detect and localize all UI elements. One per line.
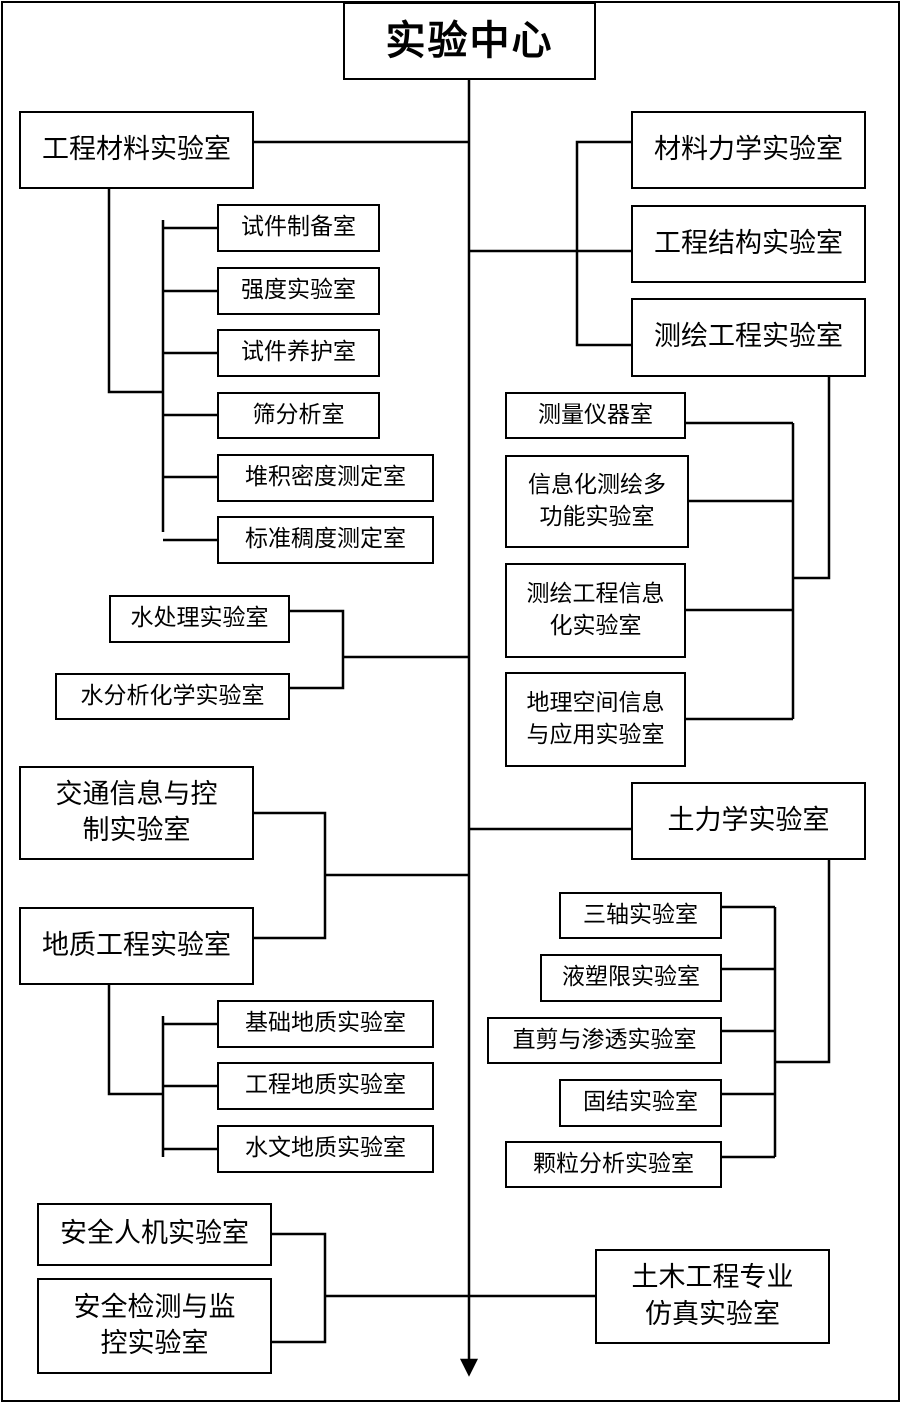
node-sub: 测绘工程信息化实验室: [505, 563, 686, 658]
node-simulation-lab: 土木工程专业仿真实验室: [595, 1249, 830, 1344]
node-geology-lab: 地质工程实验室: [19, 907, 254, 985]
node-structure-lab: 工程结构实验室: [631, 205, 866, 283]
node-sub: 工程地质实验室: [217, 1062, 434, 1110]
node-water-chem: 水分析化学实验室: [55, 673, 290, 720]
node-soil-lab: 土力学实验室: [631, 782, 866, 860]
connector: [254, 811, 469, 940]
node-sub: 地理空间信息与应用实验室: [505, 672, 686, 767]
connector: [290, 609, 469, 690]
node-sub: 测量仪器室: [505, 392, 686, 439]
node-sub: 颗粒分析实验室: [505, 1141, 722, 1188]
connector: [107, 984, 217, 1157]
node-sub: 直剪与渗透实验室: [487, 1017, 722, 1064]
node-sub: 基础地质实验室: [217, 1000, 434, 1048]
node-sub: 固结实验室: [559, 1079, 722, 1127]
node-sub: 试件制备室: [217, 204, 380, 252]
connector: [272, 1232, 469, 1344]
arrow-head-icon: [459, 1358, 479, 1377]
node-materials-lab: 工程材料实验室: [19, 111, 254, 189]
node-traffic-lab: 交通信息与控制实验室: [19, 766, 254, 860]
connector: [686, 376, 831, 721]
node-sub: 筛分析室: [217, 392, 380, 439]
node-sub: 试件养护室: [217, 329, 380, 377]
node-sub: 信息化测绘多功能实验室: [505, 455, 689, 548]
node-survey-lab: 测绘工程实验室: [631, 298, 866, 377]
node-sub: 标准稠度测定室: [217, 516, 434, 564]
node-mechanics-lab: 材料力学实验室: [631, 111, 866, 189]
node-safety-monitoring: 安全检测与监控实验室: [37, 1278, 272, 1374]
node-sub: 三轴实验室: [559, 892, 722, 939]
connector: [722, 859, 831, 1159]
connector: [469, 140, 631, 347]
connector: [107, 189, 217, 542]
node-sub: 液塑限实验室: [540, 954, 722, 1002]
root-node-lab-center: 实验中心: [343, 2, 596, 80]
node-water-treatment: 水处理实验室: [109, 595, 290, 643]
node-sub: 水文地质实验室: [217, 1125, 434, 1173]
node-sub: 堆积密度测定室: [217, 454, 434, 502]
node-sub: 强度实验室: [217, 267, 380, 315]
node-safety-ergonomics: 安全人机实验室: [37, 1203, 272, 1266]
